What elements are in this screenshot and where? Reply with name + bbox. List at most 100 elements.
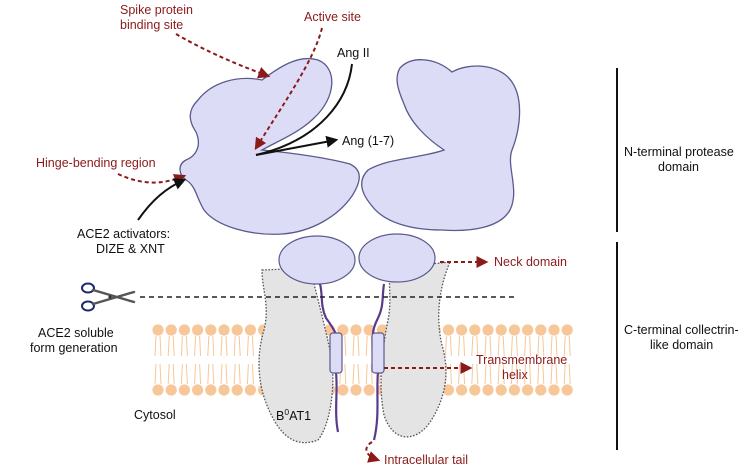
lipid-head [561,324,573,336]
intracellular-label: Intracellular tail [384,453,468,466]
transmembrane-label-line2: helix [502,368,528,382]
lipid-head [244,324,256,336]
lipid-head [469,324,481,336]
lipid-head [350,384,362,396]
lipid-head [495,324,507,336]
protease-domain-left [179,58,360,235]
lipid-tail [510,335,518,357]
lipid-tail [233,335,241,357]
hinge-label: Hinge-bending region [36,156,156,170]
lipid-tail [550,335,558,357]
activators-label-line1: ACE2 activators: [77,227,170,241]
lipid-tail [180,335,188,357]
lipid-head [218,324,230,336]
lipid-tail [484,363,492,385]
lipid-tail [444,335,452,357]
spike-arrow [175,33,271,79]
lipid-head [456,384,468,396]
lipid-tail [154,363,162,385]
b0at1-label: B0AT1 [276,407,311,423]
transmembrane-helix-left [329,332,343,374]
lipid-head [350,324,362,336]
lipid-tail [207,363,215,385]
ang-ii-curve [255,63,353,156]
lipid-tail [220,363,228,385]
lipid-tail [471,335,479,357]
b0at1-transporter-left [258,267,334,444]
n-terminal-label-line2: domain [658,160,699,174]
stalk-left [318,283,337,335]
lipid-head [482,324,494,336]
ang-17-label: Ang (1-7) [342,134,394,148]
lipid-head [244,384,256,396]
lipid-head [152,324,164,336]
lipid-tail [497,363,505,385]
protease-domain-right [361,59,521,232]
lipid-head [205,384,217,396]
lipid-tail [352,335,360,357]
lipid-tail [246,363,254,385]
lipid-tail [365,363,373,385]
tail-right [372,371,380,441]
lipid-tail [233,363,241,385]
lipid-tail [154,335,162,357]
scissors-icon [81,282,136,312]
lipid-head [522,384,534,396]
lipid-head [522,324,534,336]
active-site-label: Active site [304,10,361,24]
lipid-tail [180,363,188,385]
lipid-head [535,384,547,396]
ang-ii-label: Ang II [337,46,370,60]
lipid-tail [352,363,360,385]
lipid-tail [563,335,571,357]
lipid-head [152,384,164,396]
lipid-tail [550,363,558,385]
n-terminal-label-line1: N-terminal protease [624,145,734,159]
lipid-tail [484,335,492,357]
active-site-arrow [254,27,323,151]
neck-label: Neck domain [494,255,567,269]
lipid-head [165,324,177,336]
ang-17-arrow [255,135,339,156]
lipid-head [442,324,454,336]
lipid-tail [471,363,479,385]
lipid-head [548,324,560,336]
lipid-head [561,384,573,396]
activator-arrow [137,178,187,221]
lipid-head [178,324,190,336]
stalk-right [371,283,386,335]
lipid-head [469,384,481,396]
lipid-tail [524,335,532,357]
lipid-head [231,324,243,336]
c-terminal-label-line2: like domain [650,338,713,352]
spike-label-line2: binding site [120,18,183,32]
cytosol-label: Cytosol [134,408,176,422]
lipid-head [482,384,494,396]
tail-left [334,371,340,433]
lipid-head [508,324,520,336]
soluble-label-line2: form generation [30,341,118,355]
lipid-head [495,384,507,396]
neck-domain-right [358,233,436,283]
lipid-tail [194,335,202,357]
neck-domain-left [278,235,356,285]
lipid-tail [194,363,202,385]
lipid-head [535,324,547,336]
soluble-label-line1: ACE2 soluble [38,326,114,340]
c-terminal-label-line1: C-terminal collectrin- [624,323,739,337]
lipid-tail [207,335,215,357]
lipid-head [192,324,204,336]
lipid-head [337,384,349,396]
b0at1-transporter-right [380,261,452,438]
lipid-tail [167,335,175,357]
lipid-head [548,384,560,396]
lipid-tail [365,335,373,357]
lipid-tail [497,335,505,357]
lipid-head [218,384,230,396]
intracellular-arrow [365,441,381,463]
transmembrane-helix-right [371,332,385,374]
lipid-head [205,324,217,336]
transmembrane-label-line1: Transmembrane [476,353,567,367]
lipid-head [192,384,204,396]
